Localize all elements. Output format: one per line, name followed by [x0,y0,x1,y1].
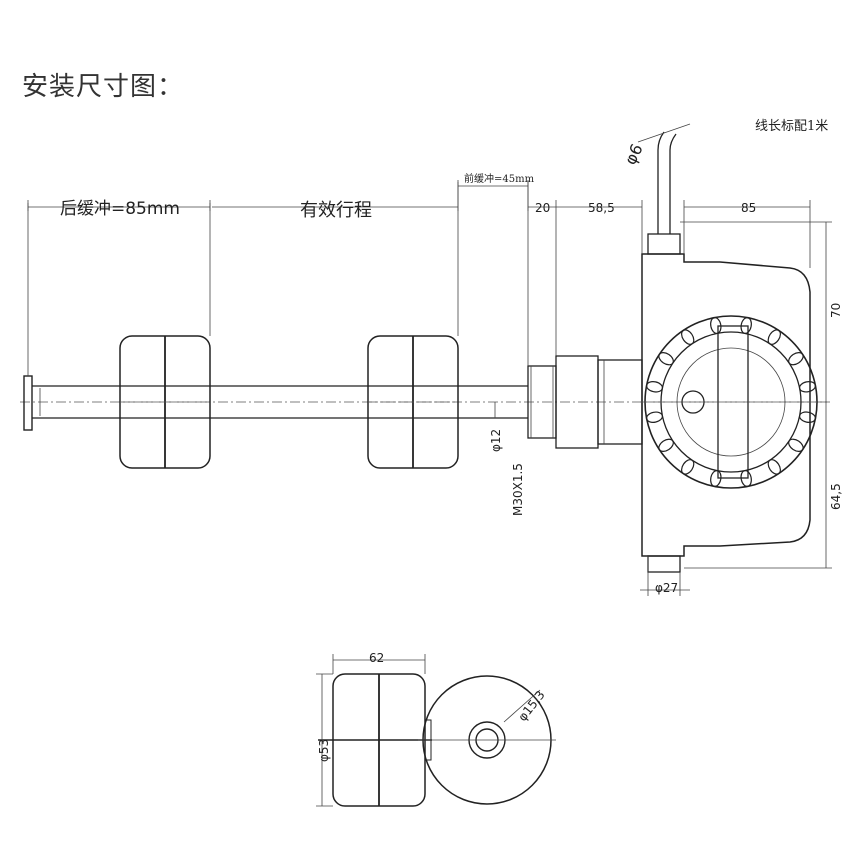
cable-left-edge [657,131,665,234]
ring-notch [788,438,804,452]
cable-gland [647,233,681,255]
base-dia-label: φ27 [655,581,678,595]
ring-notch [740,316,752,335]
ring-notches [645,316,817,488]
ring-notch [658,438,674,452]
ring-notch [681,459,695,475]
cable-leader [637,123,691,143]
dim-20-label: 20 [535,201,550,215]
ring-notch [645,411,664,423]
ring-notch [710,316,722,335]
ring-notch [788,352,804,366]
rod-end-cap [23,375,33,431]
front-buffer-label: 前缓冲=45mm [464,172,535,185]
float-hole-leader [503,689,541,723]
rod-dia-label: φ12 [489,429,503,452]
dim-64-5-label: 64,5 [829,483,843,510]
ring-notch [710,469,722,488]
float-side-view: 62 φ53 [316,651,432,807]
cable-right-edge [669,133,677,234]
ring-notch [740,469,752,488]
dim-70-label: 70 [829,303,843,318]
rear-buffer-label: 后缓冲=85mm [60,199,180,219]
ring-notch [681,329,695,345]
dim-58-5-label: 58,5 [588,201,615,215]
housing-body [641,253,811,557]
stroke-label: 有效行程 [300,200,372,221]
cable-length-label: 线长标配1米 [755,119,828,134]
dim-85-label: 85 [741,201,756,215]
main-assembly: 后缓冲=85mm 有效行程 前缓冲=45mm 20 58,5 85 线长标配1米… [20,119,843,596]
ring-notch [645,381,664,393]
float-len-label: 62 [369,651,384,665]
ring-notch [767,329,781,345]
dim-ticks [27,182,529,211]
ring-notch [767,459,781,475]
float-hole-label: φ15,3 [515,688,547,724]
ring-notch [658,352,674,366]
housing-base-stub [647,555,681,573]
ring-notch [798,381,817,393]
page-title: 安装尺寸图： [22,72,185,102]
float-end-view: φ15,3 [418,675,556,805]
ring-notch [798,411,817,423]
float-dia-label: φ53 [317,739,331,762]
cable-dia-label: φ6 [621,141,647,168]
thread-label: M30X1.5 [511,463,525,516]
